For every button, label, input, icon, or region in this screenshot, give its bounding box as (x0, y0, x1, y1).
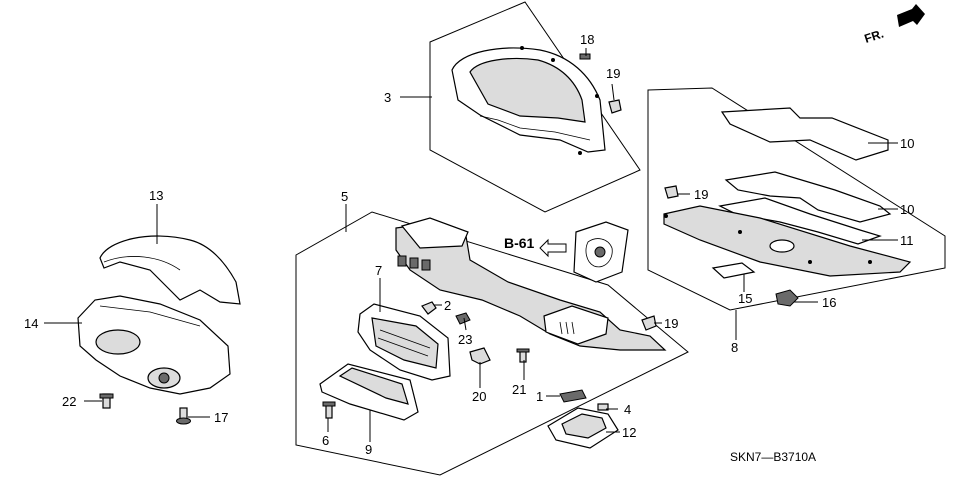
column-cover-lower-part (77, 295, 231, 395)
clip-16-part (775, 289, 799, 307)
column-cover-upper-part (99, 235, 241, 305)
screw-22-part (99, 393, 114, 409)
callout-4: 4 (624, 402, 631, 417)
callout-10-lower: 10 (900, 202, 914, 217)
connector-holder-part (573, 221, 629, 283)
panel-7-part (357, 303, 451, 381)
pocket-9-part (319, 363, 419, 421)
bracket-20-part (469, 347, 491, 365)
dashboard-lower-group-box (295, 211, 689, 476)
callout-12: 12 (622, 425, 636, 440)
callout-19-upper: 19 (606, 66, 620, 81)
screw-21-part (516, 348, 530, 363)
label-1-part (559, 389, 587, 403)
callout-9: 9 (365, 442, 372, 457)
pad-10-lower-part (724, 171, 892, 223)
callout-15: 15 (738, 291, 752, 306)
reference-arrow-icon (539, 238, 567, 258)
front-direction-arrow-icon (897, 4, 925, 27)
callout-21: 21 (512, 382, 526, 397)
callout-22: 22 (62, 394, 76, 409)
clip-19-upper-part (608, 99, 622, 114)
clip-19-right-part (641, 315, 657, 331)
callout-11: 11 (900, 233, 914, 248)
callout-13: 13 (149, 188, 163, 203)
clip-18-part (579, 53, 591, 60)
screw-17-part (176, 407, 191, 425)
callout-19-left: 19 (694, 187, 708, 202)
meter-visor-group-box (429, 1, 641, 213)
dashboard-lower-part (395, 217, 667, 351)
callout-14: 14 (24, 316, 38, 331)
callout-8: 8 (731, 340, 738, 355)
callout-18: 18 (580, 32, 594, 47)
pad-10-upper-part (720, 107, 889, 161)
label-15-part (711, 262, 756, 279)
screw-2-part (421, 301, 437, 315)
callout-7: 7 (375, 263, 382, 278)
lower-panel-8-part (663, 205, 912, 277)
meter-visor-part (451, 46, 606, 155)
callout-10-upper: 10 (900, 136, 914, 151)
front-direction-label: FR. (863, 27, 886, 46)
clip-23-part (455, 312, 471, 325)
lower-panel-group-box (647, 87, 946, 311)
callout-3: 3 (384, 90, 391, 105)
cover-12-part (547, 407, 619, 449)
diagram-code: SKN7—B3710A (730, 450, 816, 464)
callout-17: 17 (214, 410, 228, 425)
callout-1: 1 (536, 389, 543, 404)
screw-6-part (322, 401, 336, 419)
callout-19-right: 19 (664, 316, 678, 331)
callout-16: 16 (822, 295, 836, 310)
callout-5: 5 (341, 189, 348, 204)
callout-2: 2 (444, 298, 451, 313)
callout-23: 23 (458, 332, 472, 347)
clip-19-left-part (664, 185, 679, 199)
callout-6: 6 (322, 433, 329, 448)
clip-4-part (597, 403, 609, 411)
reference-b61-label: B-61 (504, 235, 535, 251)
callout-20: 20 (472, 389, 486, 404)
